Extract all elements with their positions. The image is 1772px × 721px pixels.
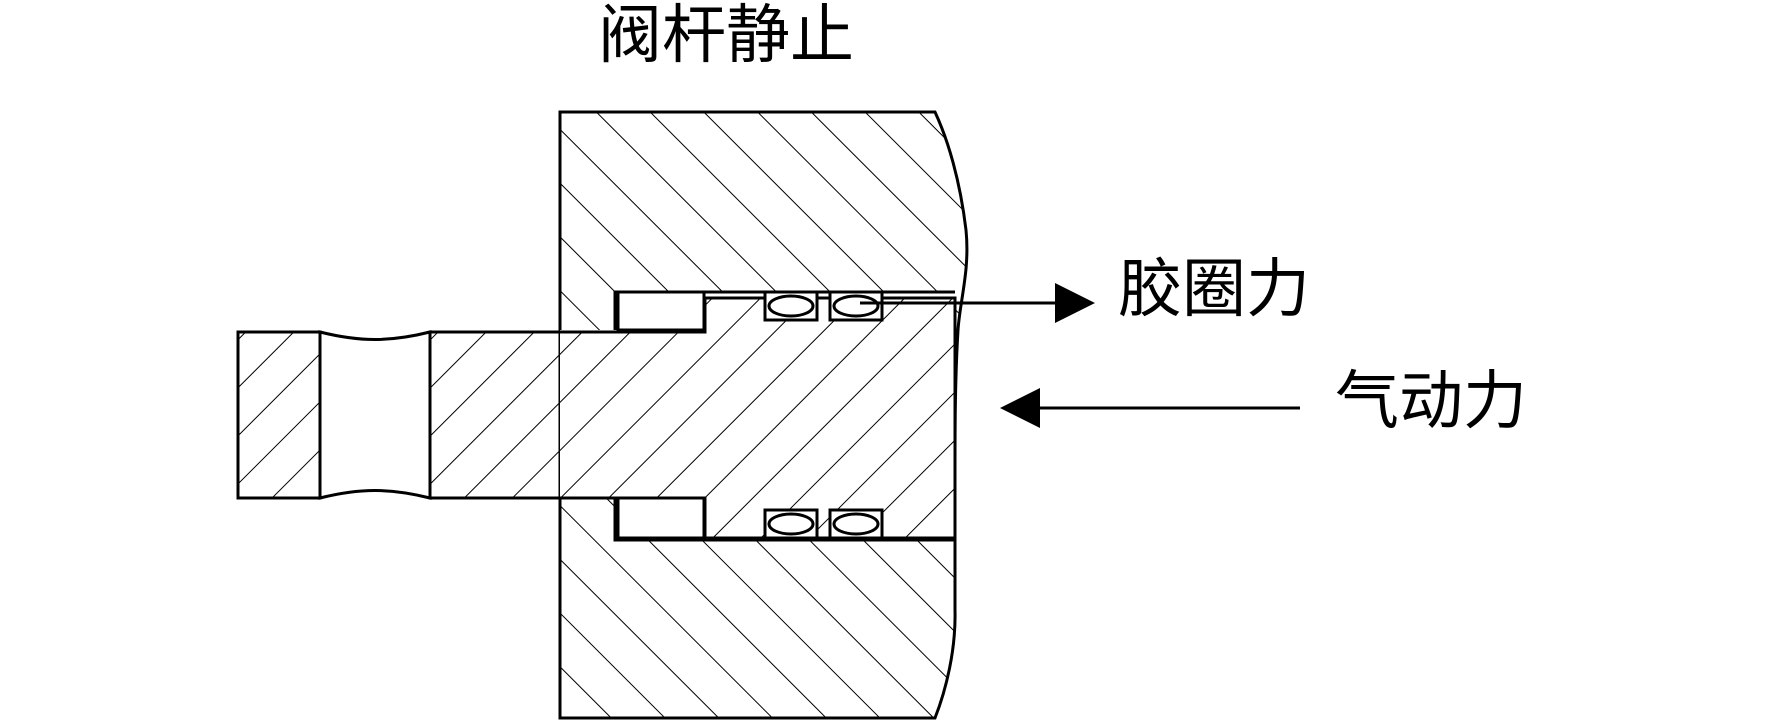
air-force-arrow: [1000, 388, 1300, 428]
seal-force-arrow: [860, 283, 1095, 323]
o-ring-top-2: [828, 290, 884, 322]
o-ring-bottom-2: [828, 508, 884, 540]
air-force-label: 气动力: [1335, 365, 1527, 439]
seal-force-label: 胶圈力: [1118, 253, 1310, 327]
valve-stem: [236, 296, 957, 540]
o-ring-bottom-1: [763, 508, 819, 540]
o-rings: [763, 290, 884, 540]
gland-spaces: [616, 290, 706, 540]
diagram-title: 阀杆静止: [598, 0, 854, 73]
o-ring-top-1: [763, 290, 819, 322]
